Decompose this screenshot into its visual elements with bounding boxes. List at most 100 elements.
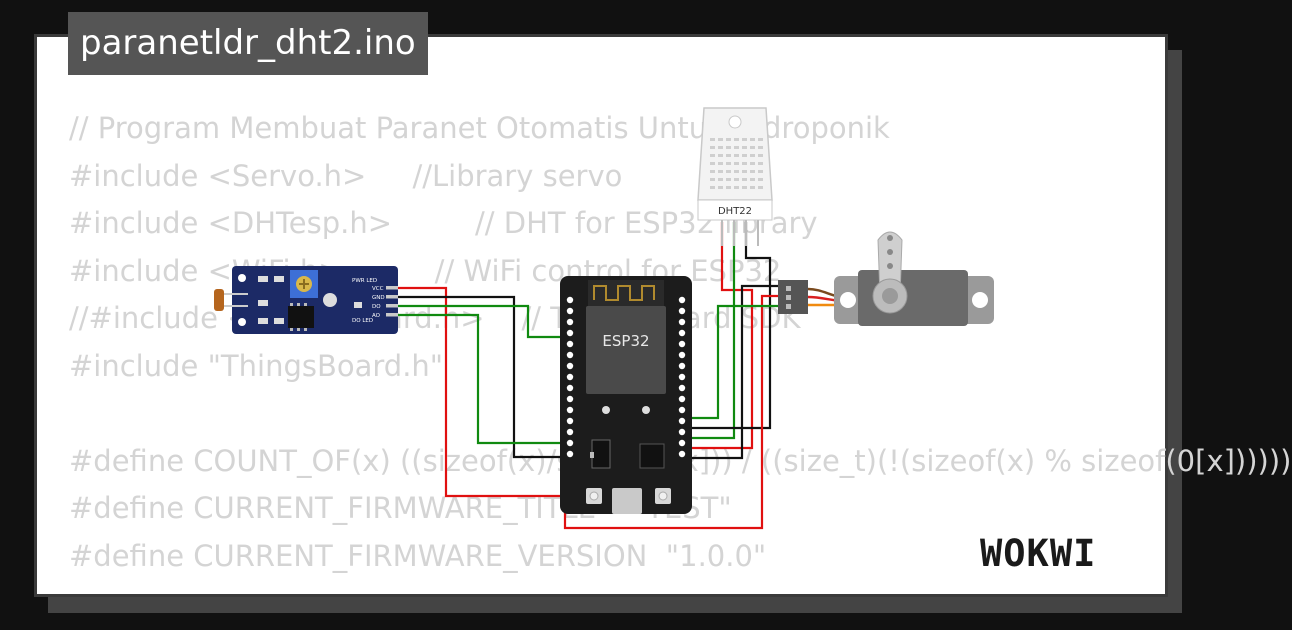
dht-grille-slot: [742, 186, 747, 189]
dht-grille-slot: [718, 146, 723, 149]
esp32-pin: [566, 307, 574, 315]
ldr-sensor-module[interactable]: PWR LED DO LED VCC GND DO AO: [214, 266, 398, 334]
dht-grille-slot: [718, 186, 723, 189]
dht-grille-slot: [718, 138, 723, 141]
dht-grille-slot: [742, 170, 747, 173]
esp32-pin: [678, 307, 686, 315]
dht-grille-slot: [750, 178, 755, 181]
esp32-pin: [678, 351, 686, 359]
wire-dht-vcc: [682, 222, 754, 450]
esp32-pin: [566, 340, 574, 348]
esp32-board[interactable]: ESP32: [560, 276, 692, 514]
dht-grille-slot: [750, 138, 755, 141]
dht-grille-slot: [734, 162, 739, 165]
dht-grille-slot: [718, 162, 723, 165]
esp32-pin: [566, 417, 574, 425]
esp32-pin: [678, 417, 686, 425]
wire-dht-data: [682, 222, 736, 440]
wokwi-logo-text: WOKWI: [980, 532, 1096, 575]
esp32-pin: [566, 450, 574, 458]
boot-button[interactable]: [586, 488, 602, 504]
dht-grille-slot: [710, 170, 715, 173]
esp32-pins-left: [566, 296, 574, 458]
dht-grille-slot: [742, 154, 747, 157]
dht-grille-slot: [750, 146, 755, 149]
dht-grille-slot: [742, 162, 747, 165]
dht-grille-slot: [726, 186, 731, 189]
code-line: #include "ThingsBoard.h": [69, 348, 444, 383]
dht-grille-slot: [726, 138, 731, 141]
ldr-pin-gnd: GND: [372, 295, 385, 301]
dht-grille-slot: [734, 146, 739, 149]
esp32-pin: [678, 428, 686, 436]
usb-port-icon: [612, 488, 642, 514]
esp32-pin: [678, 318, 686, 326]
code-line: #include <Servo.h> //Library servo: [69, 158, 623, 193]
dht-grille-slot: [718, 178, 723, 181]
esp32-pin: [678, 362, 686, 370]
code-line: #define CURRENT_FIRMWARE_VERSION "1.0.0": [69, 538, 767, 573]
dht22-sensor[interactable]: DHT22: [697, 107, 773, 246]
wire-ldr-vcc: [398, 286, 567, 498]
dht-grille-slot: [750, 170, 755, 173]
dht-grille-slot: [734, 154, 739, 157]
dht-grille-slot: [742, 146, 747, 149]
esp32-pin: [678, 450, 686, 458]
wire-ldr-ao: [398, 313, 570, 445]
esp32-pin: [566, 329, 574, 337]
dht-grille-slot: [758, 138, 763, 141]
dht-grille-slot: [742, 178, 747, 181]
dht-grille-slot: [710, 186, 715, 189]
esp32-pin: [678, 439, 686, 447]
esp32-pin: [566, 318, 574, 326]
dht-grille-slot: [726, 162, 731, 165]
dht22-label: DHT22: [718, 206, 752, 217]
esp32-pin: [678, 406, 686, 414]
dht-grille-slot: [734, 186, 739, 189]
esp32-pin: [566, 351, 574, 359]
esp32-pin: [678, 329, 686, 337]
esp32-label: ESP32: [602, 332, 649, 350]
do-led-label: DO LED: [352, 318, 373, 324]
code-line: #define COUNT_OF(x) ((sizeof(x)/sizeof(0…: [69, 443, 1292, 478]
esp32-pin: [678, 395, 686, 403]
dht-grille-slot: [758, 170, 763, 173]
dht-grille-slot: [750, 186, 755, 189]
esp32-pin: [566, 395, 574, 403]
dht-grille-slot: [710, 138, 715, 141]
wire-servo-gnd: [682, 284, 780, 460]
code-line: #include <DHTesp.h> // DHT for ESP32 lib…: [69, 206, 818, 240]
esp32-pin: [678, 340, 686, 348]
dht-grille-slot: [710, 154, 715, 157]
potentiometer-icon: [290, 270, 318, 298]
ldr-pin-ao: AO: [372, 313, 381, 319]
wire-ldr-do: [398, 304, 570, 339]
dht-grille-slot: [726, 146, 731, 149]
wire-servo-signal: [682, 304, 780, 420]
esp32-pin: [678, 373, 686, 381]
esp32-pin: [566, 439, 574, 447]
esp32-module: [586, 306, 666, 394]
dht-grille-slot: [710, 146, 715, 149]
ldr-pin-do: DO: [372, 304, 381, 310]
wokwi-logo: WOKWI: [980, 532, 1096, 575]
wire-dht-gnd: [682, 222, 772, 430]
esp32-pins-right: [678, 296, 686, 458]
dht-grille-slot: [718, 154, 723, 157]
dht-grille-slot: [710, 178, 715, 181]
en-button[interactable]: [655, 488, 671, 504]
dht-grille-slot: [734, 170, 739, 173]
project-title: paranetldr_dht2.ino: [68, 12, 428, 75]
comparator-chip-icon: [288, 303, 314, 331]
dht-grille-slot: [758, 178, 763, 181]
dht-grille-slot: [758, 162, 763, 165]
servo-motor[interactable]: [778, 231, 994, 326]
dht-grille-slot: [758, 186, 763, 189]
dht-grille-slot: [734, 138, 739, 141]
dht-grille-slot: [726, 154, 731, 157]
dht-grille-slot: [758, 154, 763, 157]
dht-grille-slot: [750, 162, 755, 165]
wire-ldr-gnd: [398, 295, 570, 459]
dht-grille-icon: [710, 138, 763, 189]
dht-grille-slot: [726, 170, 731, 173]
